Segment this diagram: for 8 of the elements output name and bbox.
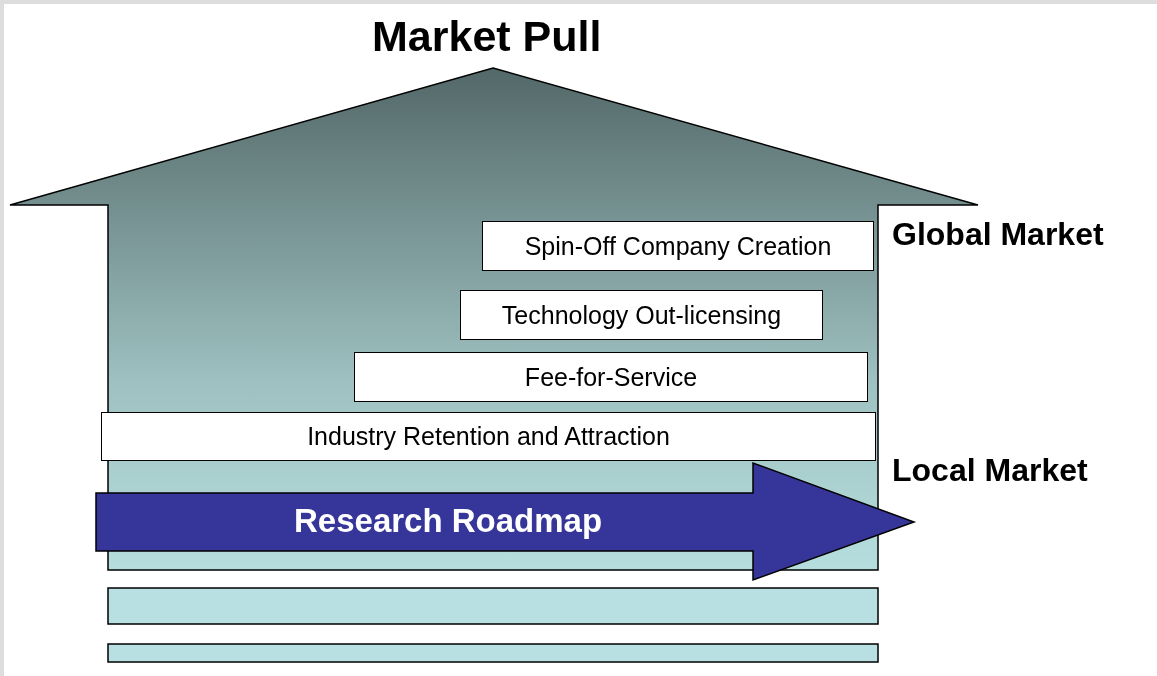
text-box: Spin-Off Company Creation [482,221,874,271]
arrow-title: Market Pull [372,12,602,61]
arrow-label: Research Roadmap [294,502,603,540]
text-box: Fee-for-Service [354,352,868,402]
text-box: Technology Out-licensing [460,290,823,340]
market-label: Global Market [892,216,1104,253]
text-box: Industry Retention and Attraction [101,412,876,461]
market-label: Local Market [892,452,1088,489]
